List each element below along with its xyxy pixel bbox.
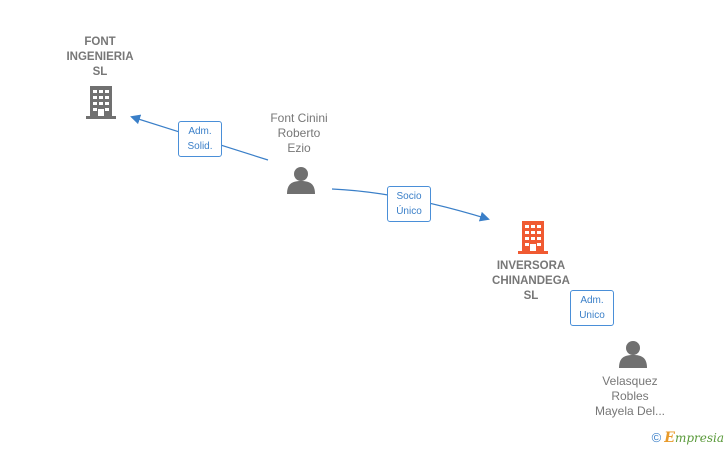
role-badge-adm-unico[interactable]: Adm. Unico	[570, 290, 614, 326]
role-text: Adm.	[580, 295, 604, 306]
copyright-symbol: ©	[651, 430, 662, 445]
building-icon[interactable]	[84, 84, 118, 120]
company-label-font-ingenieria[interactable]: FONT INGENIERIA SL	[40, 35, 160, 80]
person-name-line: Font Cinini	[270, 111, 328, 125]
person-icon[interactable]	[618, 339, 648, 369]
person-name-line: Robles	[611, 389, 649, 403]
role-text: Adm.	[188, 126, 212, 137]
person-name-line: Velasquez	[602, 374, 658, 388]
role-text: Unico	[579, 310, 605, 321]
company-name-line: SL	[92, 66, 108, 78]
role-text: Socio	[396, 191, 422, 202]
company-name-line: INGENIERIA	[66, 51, 134, 63]
brand-name: mpresia	[674, 431, 724, 445]
person-icon[interactable]	[286, 165, 316, 195]
person-name-line: Roberto	[277, 126, 321, 140]
company-name-line: INVERSORA	[496, 260, 566, 272]
person-name-line: Mayela Del...	[594, 404, 666, 418]
role-text: Solid.	[187, 141, 213, 152]
building-icon-highlighted[interactable]	[516, 219, 550, 255]
person-name-line: Ezio	[287, 141, 311, 155]
empresia-logo[interactable]: ©Empresia	[652, 430, 724, 446]
role-badge-adm-solid[interactable]: Adm. Solid.	[178, 121, 222, 157]
role-text: Único	[396, 206, 422, 217]
company-name-line: SL	[523, 290, 539, 302]
person-label-velasquez[interactable]: Velasquez Robles Mayela Del...	[570, 374, 690, 419]
person-label-font-cinini[interactable]: Font Cinini Roberto Ezio	[239, 111, 359, 156]
company-name-line: FONT	[84, 36, 116, 48]
role-badge-socio-unico[interactable]: Socio Único	[387, 186, 431, 222]
company-name-line: CHINANDEGA	[492, 275, 570, 287]
brand-initial: E	[664, 430, 675, 446]
company-label-inversora-chinandega[interactable]: INVERSORA CHINANDEGA SL	[471, 259, 591, 304]
